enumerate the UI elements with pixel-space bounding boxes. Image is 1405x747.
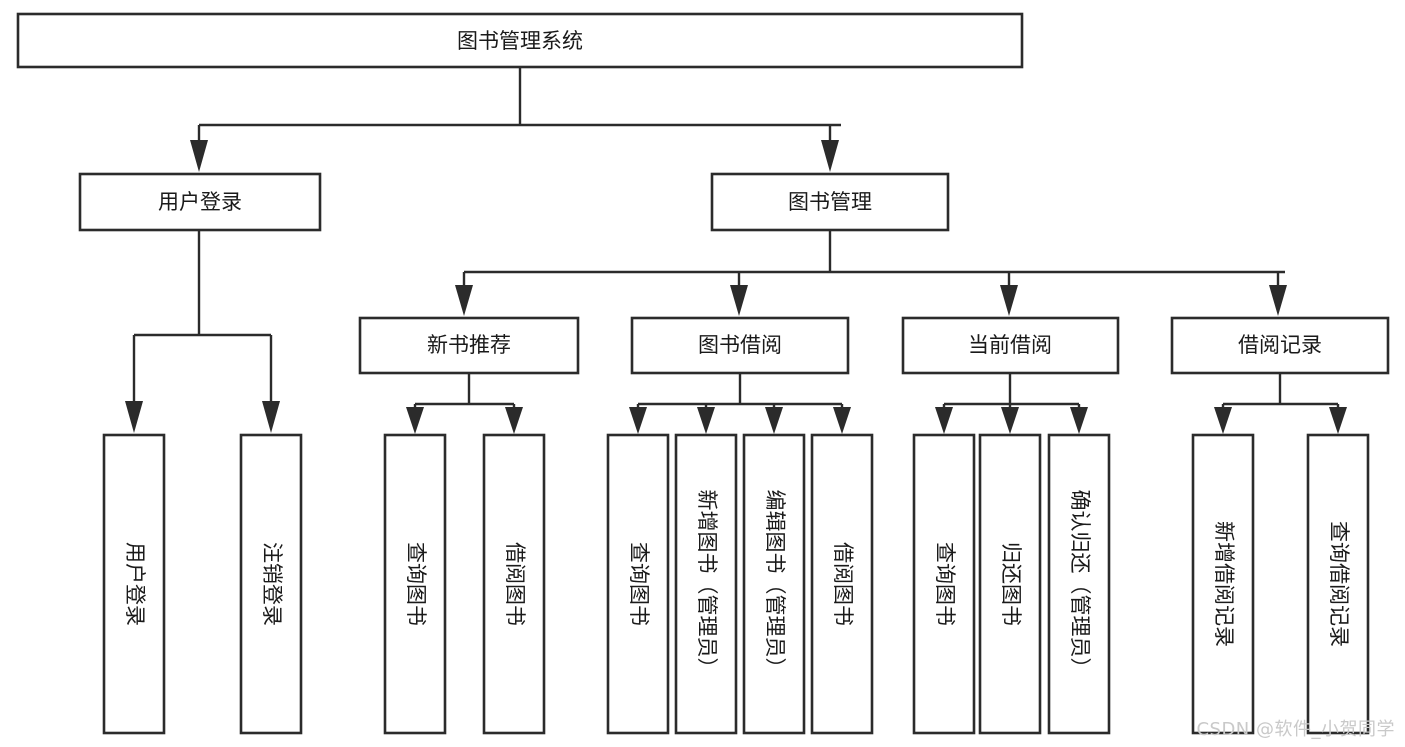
arrow-head-leaf-return-book — [1001, 407, 1019, 434]
leaf-node-logout[interactable]: 注销登录 — [239, 433, 303, 735]
leaf-query-record-box[interactable] — [1306, 433, 1370, 735]
book-management-label: 图书管理 — [788, 190, 872, 214]
arrow-head-leaf-user-login — [125, 401, 143, 433]
csdn-watermark: CSDN @软件_小贺同学 — [1196, 719, 1395, 740]
leaf-logout-label: 注销登录 — [260, 542, 284, 626]
node-borrow-record[interactable]: 借阅记录 — [1170, 316, 1390, 375]
node-user-login[interactable]: 用户登录 — [78, 172, 322, 232]
leaf-query-book-3-label: 查询图书 — [933, 542, 957, 626]
arrow-head-leaf-borrow-book-1 — [505, 407, 523, 434]
book-management-box[interactable] — [710, 172, 950, 232]
node-new-book-recommend[interactable]: 新书推荐 — [358, 316, 580, 375]
arrow-head-leaf-borrow-book-2 — [833, 407, 851, 434]
leaf-query-book-1-box[interactable] — [383, 433, 447, 735]
leaf-query-book-1-label: 查询图书 — [404, 542, 428, 626]
leaf-user-login-label: 用户登录 — [123, 542, 147, 626]
connector-layer — [125, 67, 1347, 434]
leaf-add-book-box[interactable] — [674, 433, 738, 735]
arrow-head-book-manage — [821, 140, 839, 172]
leaf-node-query-book-borrow[interactable]: 查询图书 — [606, 433, 670, 735]
node-book-borrow[interactable]: 图书借阅 — [630, 316, 850, 375]
leaf-add-record-box[interactable] — [1191, 433, 1255, 735]
leaf-node-add-book-admin[interactable]: 新增图书（管理员） — [674, 433, 738, 735]
arrow-head-leaf-query-book-3 — [935, 407, 953, 434]
arrow-head-leaf-query-book-1 — [406, 407, 424, 434]
leaf-edit-book-box[interactable] — [742, 433, 806, 735]
user-login-box[interactable] — [78, 172, 322, 232]
leaf-borrow-book-2-label: 借阅图书 — [831, 542, 855, 626]
arrow-head-leaf-query-book-2 — [629, 407, 647, 434]
node-root-book-management-system[interactable]: 图书管理系统 — [16, 12, 1024, 69]
new-book-recommend-box[interactable] — [358, 316, 580, 375]
leaf-confirm-return-box[interactable] — [1047, 433, 1111, 735]
user-login-label: 用户登录 — [158, 190, 242, 214]
leaf-node-edit-book-admin[interactable]: 编辑图书（管理员） — [742, 433, 806, 735]
arrow-head-user-login — [190, 140, 208, 172]
book-borrow-box[interactable] — [630, 316, 850, 375]
leaf-node-borrow-book-recommend[interactable]: 借阅图书 — [482, 433, 546, 735]
leaf-node-query-borrow-record[interactable]: 查询借阅记录 — [1306, 433, 1370, 735]
leaf-node-user-login[interactable]: 用户登录 — [102, 433, 166, 735]
arrow-head-leaf-add-record — [1214, 407, 1232, 434]
current-borrow-box[interactable] — [901, 316, 1120, 375]
leaf-node-return-book[interactable]: 归还图书 — [978, 433, 1042, 735]
arrow-head-leaf-logout — [262, 401, 280, 433]
leaf-return-book-box[interactable] — [978, 433, 1042, 735]
root-label: 图书管理系统 — [457, 29, 583, 53]
borrow-record-box[interactable] — [1170, 316, 1390, 375]
leaf-node-query-book-recommend[interactable]: 查询图书 — [383, 433, 447, 735]
arrow-head-current-borrow — [1000, 285, 1018, 316]
leaf-user-login-box[interactable] — [102, 433, 166, 735]
leaf-add-book-label: 新增图书（管理员） — [695, 490, 719, 679]
leaf-node-add-borrow-record[interactable]: 新增借阅记录 — [1191, 433, 1255, 735]
arrow-head-leaf-edit-book — [765, 407, 783, 434]
leaf-node-confirm-return-admin[interactable]: 确认归还（管理员） — [1047, 433, 1111, 735]
arrow-head-book-borrow — [730, 285, 748, 316]
leaf-add-record-label: 新增借阅记录 — [1212, 521, 1236, 647]
leaf-edit-book-label: 编辑图书（管理员） — [763, 490, 787, 679]
leaf-borrow-book-1-box[interactable] — [482, 433, 546, 735]
leaf-query-record-label: 查询借阅记录 — [1327, 521, 1351, 647]
root-box[interactable] — [16, 12, 1024, 69]
leaf-query-book-2-box[interactable] — [606, 433, 670, 735]
node-current-borrow[interactable]: 当前借阅 — [901, 316, 1120, 375]
leaf-return-book-label: 归还图书 — [999, 542, 1023, 626]
leaf-borrow-book-1-label: 借阅图书 — [503, 542, 527, 626]
leaf-node-borrow-book-borrow[interactable]: 借阅图书 — [810, 433, 874, 735]
leaf-confirm-return-label: 确认归还（管理员） — [1068, 490, 1092, 679]
leaf-node-query-book-current[interactable]: 查询图书 — [912, 433, 976, 735]
leaf-query-book-2-label: 查询图书 — [627, 542, 651, 626]
arrow-head-leaf-query-record — [1329, 407, 1347, 434]
arrow-head-leaf-add-book — [697, 407, 715, 434]
arrow-head-new-book — [455, 285, 473, 316]
leaf-query-book-3-box[interactable] — [912, 433, 976, 735]
arrow-head-leaf-confirm-return — [1070, 407, 1088, 434]
borrow-record-label: 借阅记录 — [1238, 333, 1322, 357]
node-book-management[interactable]: 图书管理 — [710, 172, 950, 232]
new-book-recommend-label: 新书推荐 — [427, 333, 511, 357]
book-borrow-label: 图书借阅 — [698, 333, 782, 357]
arrow-head-borrow-record — [1269, 285, 1287, 316]
current-borrow-label: 当前借阅 — [968, 333, 1052, 357]
leaf-borrow-book-2-box[interactable] — [810, 433, 874, 735]
leaf-logout-box[interactable] — [239, 433, 303, 735]
